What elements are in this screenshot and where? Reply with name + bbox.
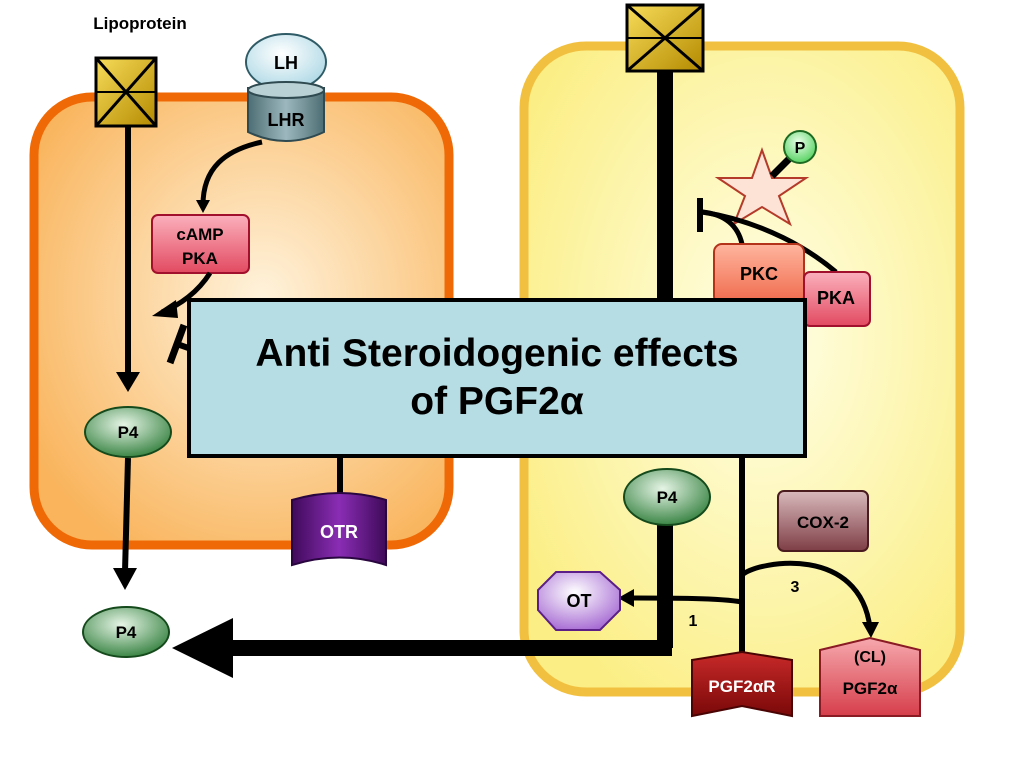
ot-octagon — [537, 571, 621, 631]
arrowhead-p4-bottom — [113, 568, 137, 590]
p4-left — [84, 406, 172, 458]
cl-pgf2a-house — [819, 636, 921, 717]
lhr-label: LHR — [268, 110, 305, 130]
arrow-to-ot — [631, 595, 743, 605]
arrowhead-ot — [618, 589, 634, 607]
lhr-receptor — [247, 81, 325, 142]
cox2-label: COX-2 — [797, 513, 849, 532]
phospho-circle — [783, 130, 817, 164]
arrowhead-pgf2a — [862, 622, 879, 638]
p4-left-to-bottom-arrow — [122, 457, 131, 573]
step-3-label: 3 — [791, 579, 800, 596]
arrow-to-pgf2a — [740, 560, 873, 629]
big-left-arrowhead — [172, 618, 233, 678]
p4-right — [623, 468, 711, 526]
arrowhead-camp-effect — [152, 300, 178, 318]
pgf2a-label: PGF2α — [843, 679, 898, 698]
pkc-label: PKC — [740, 264, 778, 284]
arrowhead-p4-left — [116, 372, 140, 392]
lhr-to-camp-arrow — [200, 139, 263, 206]
p4-right-label: P4 — [657, 488, 678, 507]
lh-label: LH — [274, 53, 298, 73]
pgf2ar-receptor — [691, 650, 793, 718]
title-box: Anti Steroidogenic effects of PGF2α — [187, 298, 807, 458]
pka-left-label: PKA — [182, 249, 218, 268]
p4-left-label: P4 — [118, 423, 139, 442]
star-shape — [714, 147, 810, 227]
lipoprotein-label: Lipoprotein — [93, 14, 186, 33]
p4-bottom — [82, 606, 170, 658]
camp-label: cAMP — [176, 225, 223, 244]
p4-bottom-label: P4 — [116, 623, 137, 642]
pgf2ar-label: PGF2αR — [708, 677, 775, 696]
p-label: P — [795, 140, 806, 157]
title-line-1: Anti Steroidogenic effects — [255, 332, 739, 375]
step-1-label: 1 — [689, 613, 698, 630]
lipoprotein-receptor-left — [94, 56, 158, 128]
otr-label: OTR — [320, 522, 358, 542]
pka-inhibit-arc — [701, 209, 838, 274]
otr-receptor — [291, 492, 387, 567]
pka-right-label: PKA — [817, 288, 855, 308]
lipoprotein-receptor-right — [625, 3, 705, 73]
camp-pka-box — [151, 214, 250, 274]
title-line-2: of PGF2α — [410, 380, 584, 423]
cox2-box — [777, 490, 869, 552]
arrowhead-camp — [196, 200, 210, 213]
cl-label: (CL) — [854, 649, 886, 666]
ot-label: OT — [567, 591, 592, 611]
